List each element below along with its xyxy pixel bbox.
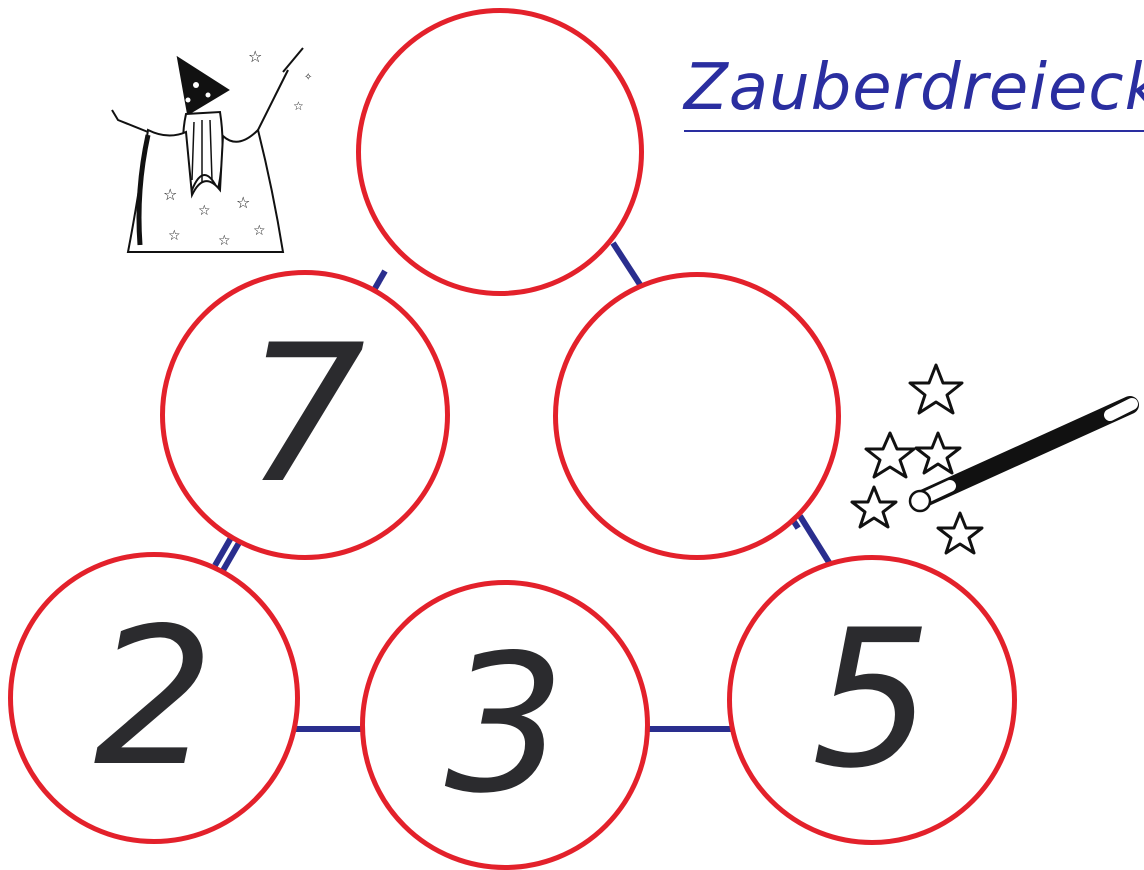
circle-left-middle[interactable]: 7 — [160, 270, 450, 560]
circle-bottom-left-number: 2 — [93, 587, 215, 808]
svg-text:✧: ✧ — [304, 72, 312, 83]
connector-bottom-right — [645, 726, 735, 732]
circle-right-middle[interactable] — [553, 272, 841, 560]
svg-text:☆: ☆ — [248, 47, 262, 66]
circle-bottom-left[interactable]: 2 — [8, 552, 300, 844]
title-text: Zauberdreieck — [684, 51, 1144, 125]
title: Zauberdreieck1 — [684, 56, 1144, 132]
magic-wand-icon — [850, 363, 1139, 555]
circle-left-middle-number: 7 — [244, 304, 366, 525]
svg-text:☆: ☆ — [293, 99, 304, 113]
title-underline — [684, 130, 1144, 132]
connector-bottom-left — [290, 726, 370, 732]
circle-bottom-middle-number: 3 — [444, 614, 566, 835]
circle-top[interactable] — [356, 8, 644, 296]
circle-bottom-right[interactable]: 5 — [727, 555, 1017, 845]
svg-text:☆: ☆ — [253, 223, 266, 239]
circle-bottom-right-number: 5 — [811, 589, 933, 810]
svg-text:☆: ☆ — [236, 193, 250, 212]
circle-bottom-middle[interactable]: 3 — [360, 580, 650, 870]
svg-text:☆: ☆ — [218, 233, 231, 249]
svg-text:☆: ☆ — [168, 228, 181, 244]
svg-text:☆: ☆ — [198, 203, 211, 219]
wizard-icon: ☆ ☆ ☆ ☆ ☆ ☆ ☆ ☆ ✧ — [111, 47, 312, 253]
svg-text:☆: ☆ — [163, 185, 177, 204]
